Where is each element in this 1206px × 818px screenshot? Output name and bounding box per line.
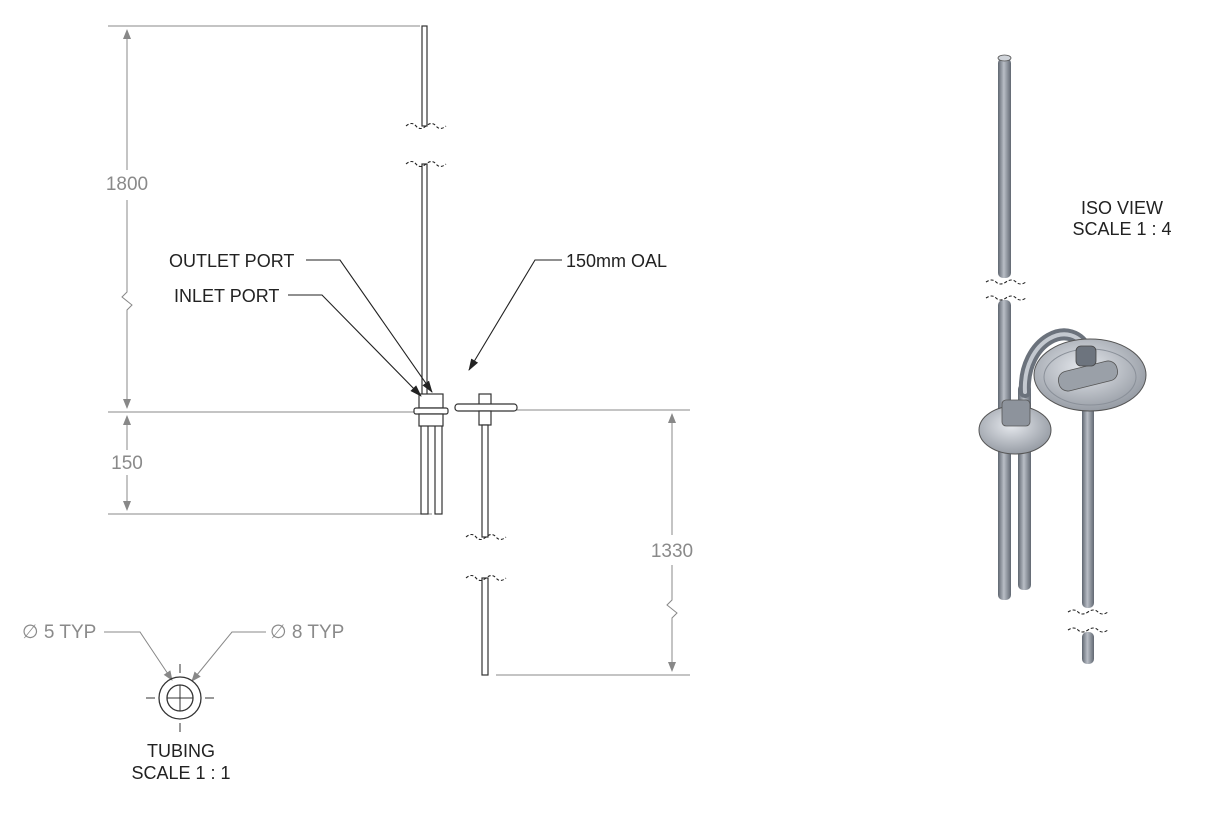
iso-long-tube-lower (1082, 632, 1094, 664)
outlet-port-callout: OUTLET PORT (169, 251, 433, 393)
oal-label: 150mm OAL (566, 251, 667, 271)
dimension-1800: 1800 (106, 29, 148, 409)
tubing-title: TUBING (147, 741, 215, 761)
dimension-1330: 1330 (651, 413, 693, 672)
left-flange (413, 393, 449, 427)
right-flange (454, 393, 518, 676)
inlet-port-label: INLET PORT (174, 286, 279, 306)
dimension-1330-label: 1330 (651, 541, 693, 562)
iso-view-scale: SCALE 1 : 4 (1072, 219, 1171, 239)
outlet-tube (405, 25, 447, 515)
oal-callout: 150mm OAL (468, 251, 667, 371)
front-view: 1800 150 1330 (106, 25, 693, 676)
outer-diameter-label: ∅ 8 TYP (270, 622, 344, 643)
iso-view: ISO VIEW SCALE 1 : 4 (978, 54, 1172, 664)
tubing-scale: SCALE 1 : 1 (131, 763, 230, 783)
iso-tall-tube-upper (998, 58, 1011, 278)
inlet-port-callout: INLET PORT (174, 286, 422, 397)
tubing-outer-circle (158, 676, 202, 720)
dimension-1800-label: 1800 (106, 174, 148, 195)
tubing-view: ∅ 5 TYP ∅ 8 TYP TUBING SCALE 1 : 1 (22, 622, 344, 783)
inlet-tube (434, 367, 487, 515)
inner-diameter-label: ∅ 5 TYP (22, 622, 96, 643)
iso-view-title: ISO VIEW (1081, 198, 1163, 218)
dimension-150: 150 (111, 415, 143, 511)
dimension-150-label: 150 (111, 453, 143, 474)
iso-long-tube-upper (1082, 400, 1094, 608)
outlet-port-label: OUTLET PORT (169, 251, 294, 271)
